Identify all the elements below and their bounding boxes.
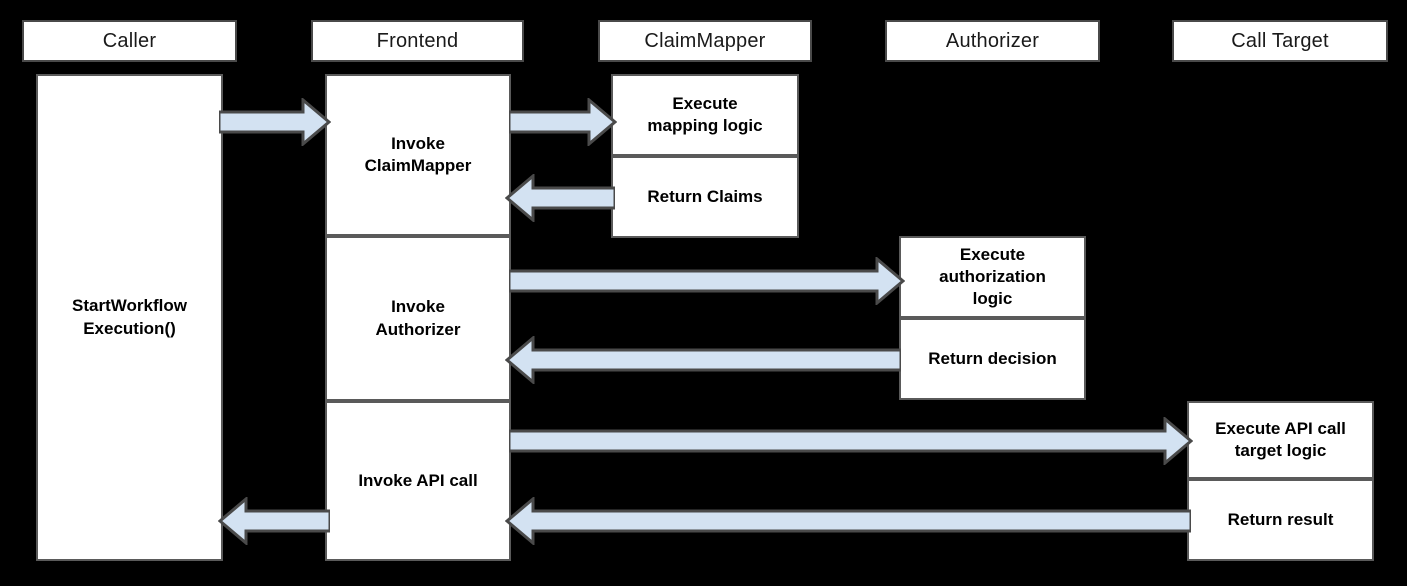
step-label: Execute authorization logic	[939, 244, 1046, 309]
step-label: Return result	[1227, 509, 1334, 529]
step-label: Invoke Authorizer	[375, 297, 461, 339]
step-caller-start: StartWorkflow Execution()	[36, 74, 223, 561]
message-arrow-frontend-to-authorizer	[509, 257, 905, 305]
step-label: Execute mapping logic	[647, 93, 763, 135]
participant-header-authorizer: Authorizer	[885, 20, 1100, 62]
participant-header-claimmapper: ClaimMapper	[598, 20, 812, 62]
step-authorizer-return-decision: Return decision	[899, 318, 1086, 400]
message-arrow-claimmapper-to-frontend	[505, 174, 615, 222]
message-arrow-calltarget-to-frontend	[505, 497, 1191, 545]
step-frontend-invoke-claimmapper: Invoke ClaimMapper	[325, 74, 511, 236]
participant-label: ClaimMapper	[644, 30, 766, 52]
step-frontend-invoke-api-call: Invoke API call	[325, 401, 511, 561]
message-arrow-frontend-to-caller	[218, 497, 330, 545]
participant-label: Caller	[102, 30, 157, 52]
message-arrow-authorizer-to-frontend	[505, 336, 901, 384]
message-arrow-frontend-to-claimmapper	[509, 98, 617, 146]
step-label: StartWorkflow Execution()	[72, 296, 187, 338]
message-arrow-frontend-to-calltarget	[509, 417, 1193, 465]
participant-header-caller: Caller	[22, 20, 237, 62]
step-claimmapper-return-claims: Return Claims	[611, 156, 799, 238]
participant-header-calltarget: Call Target	[1172, 20, 1388, 62]
participant-header-frontend: Frontend	[311, 20, 524, 62]
step-label: Return decision	[928, 348, 1057, 368]
step-authorizer-execute-authorization-logic: Execute authorization logic	[899, 236, 1086, 318]
participant-label: Call Target	[1231, 30, 1329, 52]
participant-label: Frontend	[376, 30, 459, 52]
message-arrow-caller-to-frontend	[219, 98, 331, 146]
step-label: Invoke ClaimMapper	[364, 133, 472, 175]
step-label: Execute API call target logic	[1215, 418, 1346, 460]
step-label: Return Claims	[647, 186, 763, 206]
step-frontend-invoke-authorizer: Invoke Authorizer	[325, 236, 511, 401]
participant-label: Authorizer	[945, 30, 1040, 52]
step-claimmapper-execute-mapping-logic: Execute mapping logic	[611, 74, 799, 156]
step-calltarget-execute-api-call-target-logic: Execute API call target logic	[1187, 401, 1374, 479]
step-label: Invoke API call	[358, 470, 478, 490]
step-calltarget-return-result: Return result	[1187, 479, 1374, 561]
